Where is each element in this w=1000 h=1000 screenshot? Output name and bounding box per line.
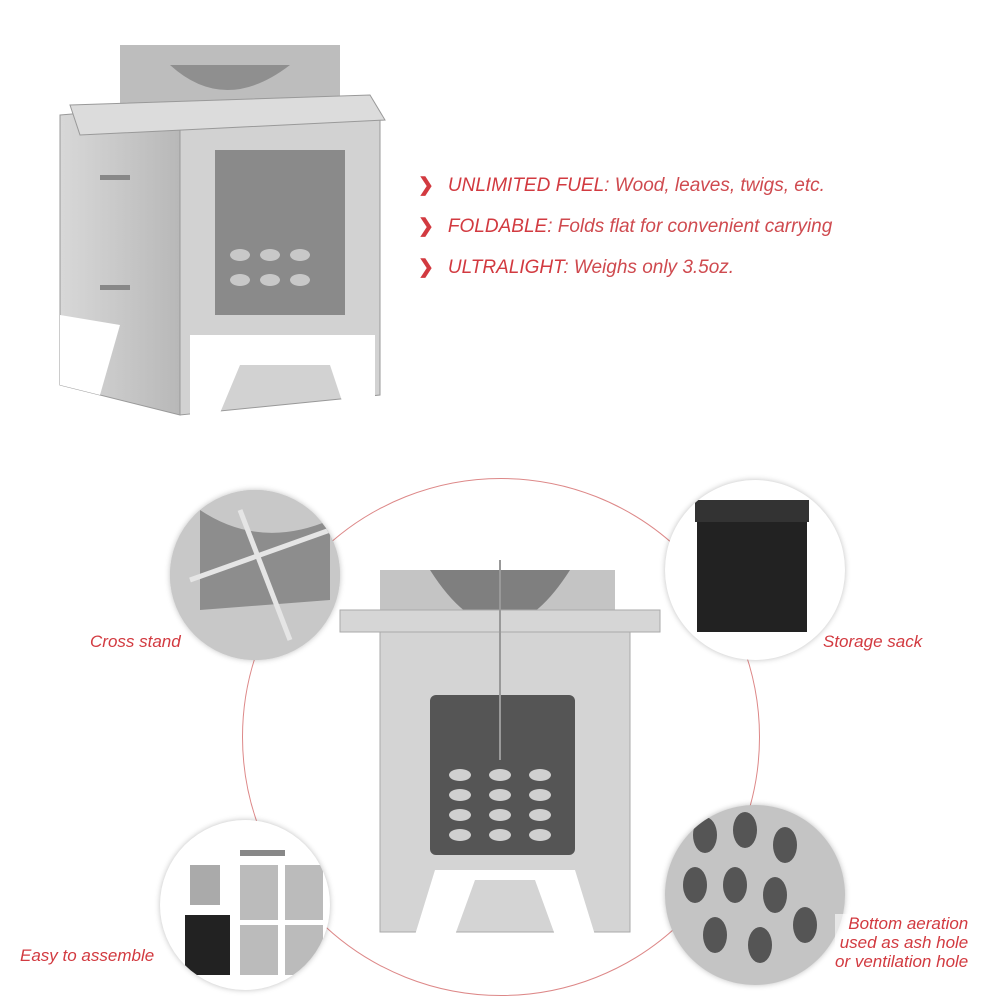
easy-assemble-label: Easy to assemble: [20, 946, 155, 965]
feature-title: UNLIMITED FUEL: [447, 175, 605, 196]
storage-sack-label: Storage sack: [823, 632, 923, 651]
bottom-aeration-line: Bottom aeration: [848, 914, 969, 933]
feature-foldable: ❯ FOLDABLE: Folds flat for convenient car…: [418, 215, 832, 238]
feature-ultralight: ❯ ULTRALIGHT: Weighs only 3.5oz.: [418, 256, 734, 279]
stove-front-image: [335, 560, 665, 950]
bottom-aeration-line: or ventilation hole: [835, 952, 969, 971]
feature-title: ULTRALIGHT: [447, 257, 564, 278]
chevron-right-icon: ❯: [418, 216, 434, 237]
feature-unlimited-fuel: ❯ UNLIMITED FUEL: Wood, leaves, twigs, et…: [418, 174, 825, 197]
storage-sack-image: [665, 480, 845, 660]
chevron-right-icon: ❯: [418, 257, 434, 278]
cross-stand-image: [170, 490, 340, 660]
feature-description: : Wood, leaves, twigs, etc.: [604, 175, 825, 196]
bottom-aeration-image: [665, 805, 845, 985]
bottom-aeration-label: Bottom aeration used as ash hole or vent…: [835, 914, 969, 971]
bottom-aeration-line: used as ash hole: [839, 933, 969, 952]
assembly-parts-image: [160, 820, 330, 990]
stove-product-image: [40, 25, 400, 430]
feature-description: : Folds flat for convenient carrying: [547, 216, 833, 237]
chevron-right-icon: ❯: [418, 175, 434, 196]
feature-title: FOLDABLE: [447, 216, 548, 237]
center-circle-outline: [242, 478, 760, 996]
feature-description: : Weighs only 3.5oz.: [563, 257, 735, 278]
cross-stand-label: Cross stand: [90, 632, 181, 651]
